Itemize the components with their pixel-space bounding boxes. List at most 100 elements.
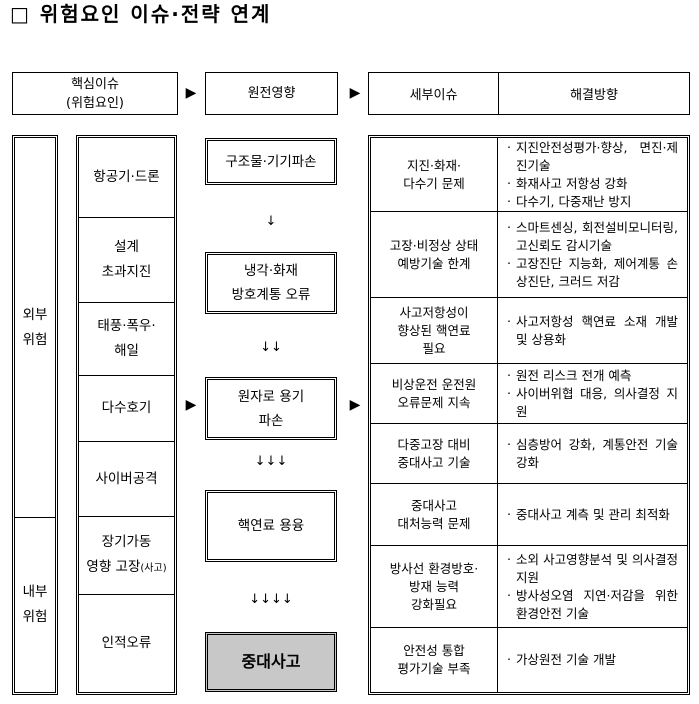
impact-label: 원자로 용기: [237, 388, 305, 405]
solution-item: ‧ 사이버위협 대응, 의사결정 지원: [505, 385, 678, 421]
risk-group-internal: 내부 위험: [15, 518, 55, 692]
solution-text: 화재사고 저항성 강화: [516, 175, 628, 191]
impact-down-arrow-2: ↓↓: [260, 340, 282, 355]
solution-item: ‧ 심층방어 강화, 계통안전 기술 강화: [505, 436, 678, 472]
issue-row: 사고저항성이 향상된 핵연료 필요 ‧ 사고저항성 핵연료 소재 개발 및 상용화: [371, 298, 687, 364]
impact-box-fuel-melt: 핵연료 용융: [205, 490, 337, 562]
risk-factor-column: 항공기·드론 설계 초과지진 태풍·폭우· 해일 다수호기 사이버공격 장기가동…: [76, 135, 177, 695]
bullet-marker: ‧: [507, 385, 511, 401]
risk-factor-label-line: 영향 고장(사고): [86, 555, 166, 581]
solution-list: ‧ 사고저항성 핵연료 소재 개발 및 상용화: [498, 298, 687, 363]
page-title: □ 위험요인 이슈·전략 연계: [10, 2, 272, 26]
issue-row: 비상운전 운전원 오류문제 지속 ‧ 원전 리스크 전개 예측 ‧ 사이버위협 대응…: [371, 364, 687, 424]
bullet-marker: ‧: [507, 313, 511, 329]
issue-label-line: 대처능력 문제: [397, 515, 471, 531]
solution-text: 중대사고 계측 및 관리 최적화: [516, 506, 670, 522]
issue-label-line: 오류문제 지속: [397, 394, 471, 410]
issue-label: 고장·비정상 상태 예방기술 한계: [371, 212, 498, 297]
issue-label-line: 방사선 환경방호·: [389, 560, 479, 576]
solution-text: 사이버위협 대응, 의사결정 지원: [516, 385, 678, 419]
risk-group-label: 내부: [22, 584, 48, 600]
issue-label-line: 강화필요: [410, 596, 457, 612]
issue-label: 사고저항성이 향상된 핵연료 필요: [371, 298, 498, 363]
header-core-issue: 핵심이슈 (위험요인): [12, 72, 178, 115]
issue-label-line: 안전성 통합: [403, 643, 465, 658]
solution-item: ‧ 사고저항성 핵연료 소재 개발 및 상용화: [505, 313, 678, 349]
risk-group-label: 위험: [22, 331, 48, 348]
issue-label: 지진·화재· 다수기 문제: [371, 138, 498, 211]
bullet-marker: ‧: [507, 175, 511, 191]
bullet-marker: ‧: [507, 139, 511, 155]
solution-text: 고장진단 지능화, 제어계통 손상진단, 크러드 저감: [516, 255, 678, 289]
impact-label: 중대사고: [241, 652, 301, 671]
solution-item: ‧ 스마트센싱, 회전설비모니터링, 고신뢰도 감시기술: [505, 219, 678, 255]
solution-list: ‧ 스마트센싱, 회전설비모니터링, 고신뢰도 감시기술 ‧ 고장진단 지능화, 제…: [498, 212, 687, 297]
header-core-issue-label: 핵심이슈: [71, 76, 119, 92]
risk-factor-label: 태풍·폭우·: [97, 318, 156, 334]
impact-box-structure-damage: 구조물·기기파손: [205, 138, 337, 185]
issue-label: 중대사고 대처능력 문제: [371, 484, 498, 545]
header-impact-label: 원전영향: [247, 86, 296, 101]
risk-group-column: 외부 위험 내부 위험: [12, 135, 58, 695]
impact-label: 방호계통 오류: [231, 287, 311, 303]
solution-text: 다수기, 다중재난 방지: [516, 193, 632, 209]
bullet-marker: ‧: [507, 436, 511, 452]
impact-label: 냉각·화재: [244, 263, 298, 279]
risk-factor-aircraft-drone: 항공기·드론: [79, 138, 174, 218]
impact-label: 핵연료 용융: [237, 518, 305, 534]
issue-label-line: 필요: [422, 340, 446, 356]
issue-label: 다중고장 대비 중대사고 기술: [371, 424, 498, 483]
solution-text: 스마트센싱, 회전설비모니터링, 고신뢰도 감시기술: [516, 219, 678, 253]
bullet-marker: ‧: [507, 587, 511, 603]
risk-factor-cyber-attack: 사이버공격: [79, 442, 174, 517]
issue-row: 중대사고 대처능력 문제 ‧ 중대사고 계측 및 관리 최적화: [371, 484, 687, 546]
solution-item: ‧ 고장진단 지능화, 제어계통 손상진단, 크러드 저감: [505, 255, 678, 291]
solution-list: ‧ 지진안전성평가·향상, 면진·제진기술 ‧ 화재사고 저항성 강화 ‧ 다수기, …: [498, 138, 687, 211]
header-detail-solution: 세부이슈 해결방향: [368, 72, 690, 115]
impact-down-arrow-1: ↓: [265, 214, 277, 229]
issue-label-line: 비상운전 운전원: [391, 376, 477, 392]
bullet-marker: ‧: [507, 506, 511, 522]
header-flow-arrow-1: ▶: [185, 85, 197, 101]
solution-text: 원전 리스크 전개 예측: [516, 367, 632, 383]
risk-factor-label: 장기가동: [101, 534, 152, 550]
solution-text: 지진안전성평가·향상, 면진·제진기술: [516, 139, 678, 173]
bullet-marker: ‧: [507, 219, 511, 235]
risk-group-label: 위험: [22, 609, 48, 625]
header-flow-arrow-2: ▶: [349, 85, 361, 101]
issue-label-line: 다수기 문제: [403, 175, 465, 191]
solution-item: ‧ 원전 리스크 전개 예측: [505, 367, 678, 385]
issue-label-line: 고장·비정상 상태: [389, 237, 479, 253]
bullet-marker: ‧: [507, 255, 511, 271]
impact-down-arrow-3: ↓↓↓: [254, 454, 288, 469]
impact-label: 구조물·기기파손: [225, 153, 317, 170]
flow-arrow-factors-to-impacts: ▶: [185, 397, 197, 413]
issue-label-line: 방재 능력: [409, 578, 459, 594]
impact-label: 파손: [258, 412, 284, 429]
solution-text: 심층방어 강화, 계통안전 기술 강화: [516, 436, 678, 470]
issue-label-line: 다중고장 대비: [397, 436, 471, 452]
issue-table: 지진·화재· 다수기 문제 ‧ 지진안전성평가·향상, 면진·제진기술 ‧ 화재사고…: [368, 135, 690, 695]
impact-down-arrow-4: ↓↓↓↓: [249, 592, 293, 607]
impact-box-reactor-vessel: 원자로 용기 파손: [205, 377, 337, 440]
issue-label-line: 사고저항성이: [399, 304, 469, 320]
solution-text: 사고저항성 핵연료 소재 개발 및 상용화: [516, 313, 678, 347]
solution-item: ‧소외 사고영향분석 및 의사결정 지원: [505, 551, 678, 587]
solution-item: ‧ 화재사고 저항성 강화: [505, 175, 678, 193]
header-detail-issue: 세부이슈: [369, 73, 499, 114]
risk-group-external: 외부 위험: [15, 138, 55, 518]
issue-row: 다중고장 대비 중대사고 기술 ‧ 심층방어 강화, 계통안전 기술 강화: [371, 424, 687, 484]
issue-label-line: 중대사고: [410, 497, 457, 513]
solution-text: 소외 사고영향분석 및 의사결정 지원: [516, 551, 678, 585]
solution-item: ‧ 중대사고 계측 및 관리 최적화: [505, 506, 678, 524]
bullet-marker: ‧: [507, 367, 511, 383]
issue-row: 안전성 통합 평가기술 부족 ‧가상원전 기술 개발: [371, 628, 687, 692]
risk-factor-label-small: (사고): [140, 563, 167, 574]
issue-label-line: 예방기술 한계: [397, 255, 471, 271]
header-solution: 해결방향: [570, 88, 618, 103]
impact-box-severe-accident: 중대사고: [205, 632, 337, 692]
risk-factor-label: 인적오류: [101, 635, 152, 651]
issue-row: 고장·비정상 상태 예방기술 한계 ‧ 스마트센싱, 회전설비모니터링, 고신뢰도…: [371, 212, 687, 298]
issue-label: 안전성 통합 평가기술 부족: [371, 628, 498, 692]
risk-factor-label: 설계: [114, 239, 139, 255]
